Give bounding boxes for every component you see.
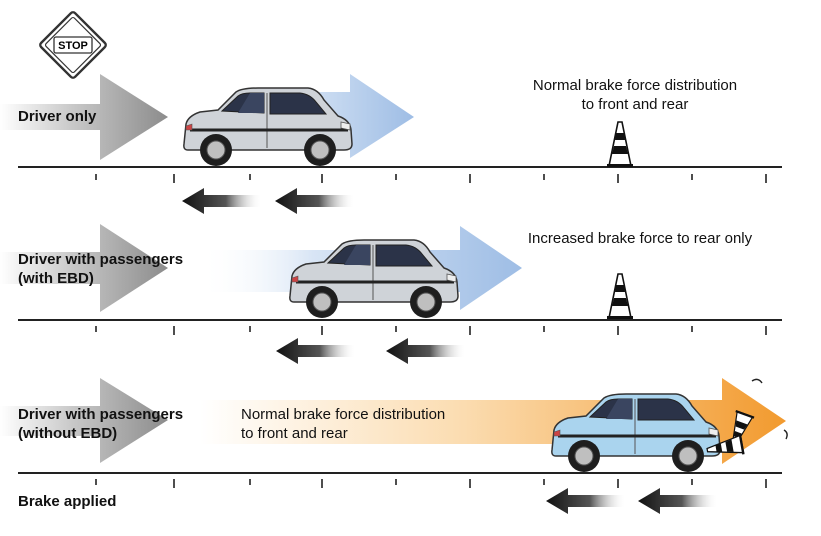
row2-label-line1: Driver with passengers [18,251,184,268]
row1-road [18,166,782,183]
row1-gray-motion-arrow [0,74,168,160]
row3-gray-motion-arrow [0,378,168,463]
row3-note-line1: Normal brake force distribution [241,406,446,423]
row1-rear-brake-arrow [275,188,355,214]
row3-rear-brake-arrow [638,488,718,514]
row3-road [18,472,782,488]
row2-rear-brake-arrow [386,338,466,364]
row1-label-line1: Driver only [18,108,97,125]
row3-front-brake-arrow [546,488,626,514]
row3-label-line2: (without EBD) [18,425,118,442]
row1-traffic-cone-icon [606,121,634,168]
row1-note: Normal brake force distribution to front… [505,76,765,114]
row2-road [18,319,782,335]
row3-label-line1: Driver with passengers [18,406,184,423]
row2-note-line1: Increased brake force to rear only [527,230,753,247]
row2-label: Driver with passengers (with EBD) [18,250,183,288]
row2-label-line2: (with EBD) [18,270,94,287]
row3-note: Normal brake force distribution to front… [241,405,445,443]
row1-front-brake-arrow [182,188,262,214]
row1-label: Driver only [18,107,96,126]
brake-applied-label: Brake applied [18,493,117,510]
row3-note-line2: to front and rear [241,425,348,442]
row2-note: Increased brake force to rear only [500,229,780,248]
row3-impact-marks [751,378,788,440]
row3-label: Driver with passengers (without EBD) [18,405,183,443]
stop-sign-text: STOP [58,40,88,52]
row1-note-line2: to front and rear [581,96,689,113]
row2-traffic-cone-icon [606,273,634,320]
row1-note-line1: Normal brake force distribution [532,77,738,94]
row2-gray-motion-arrow [0,224,168,312]
row2-front-brake-arrow [276,338,356,364]
stop-sign: STOP [39,11,107,79]
